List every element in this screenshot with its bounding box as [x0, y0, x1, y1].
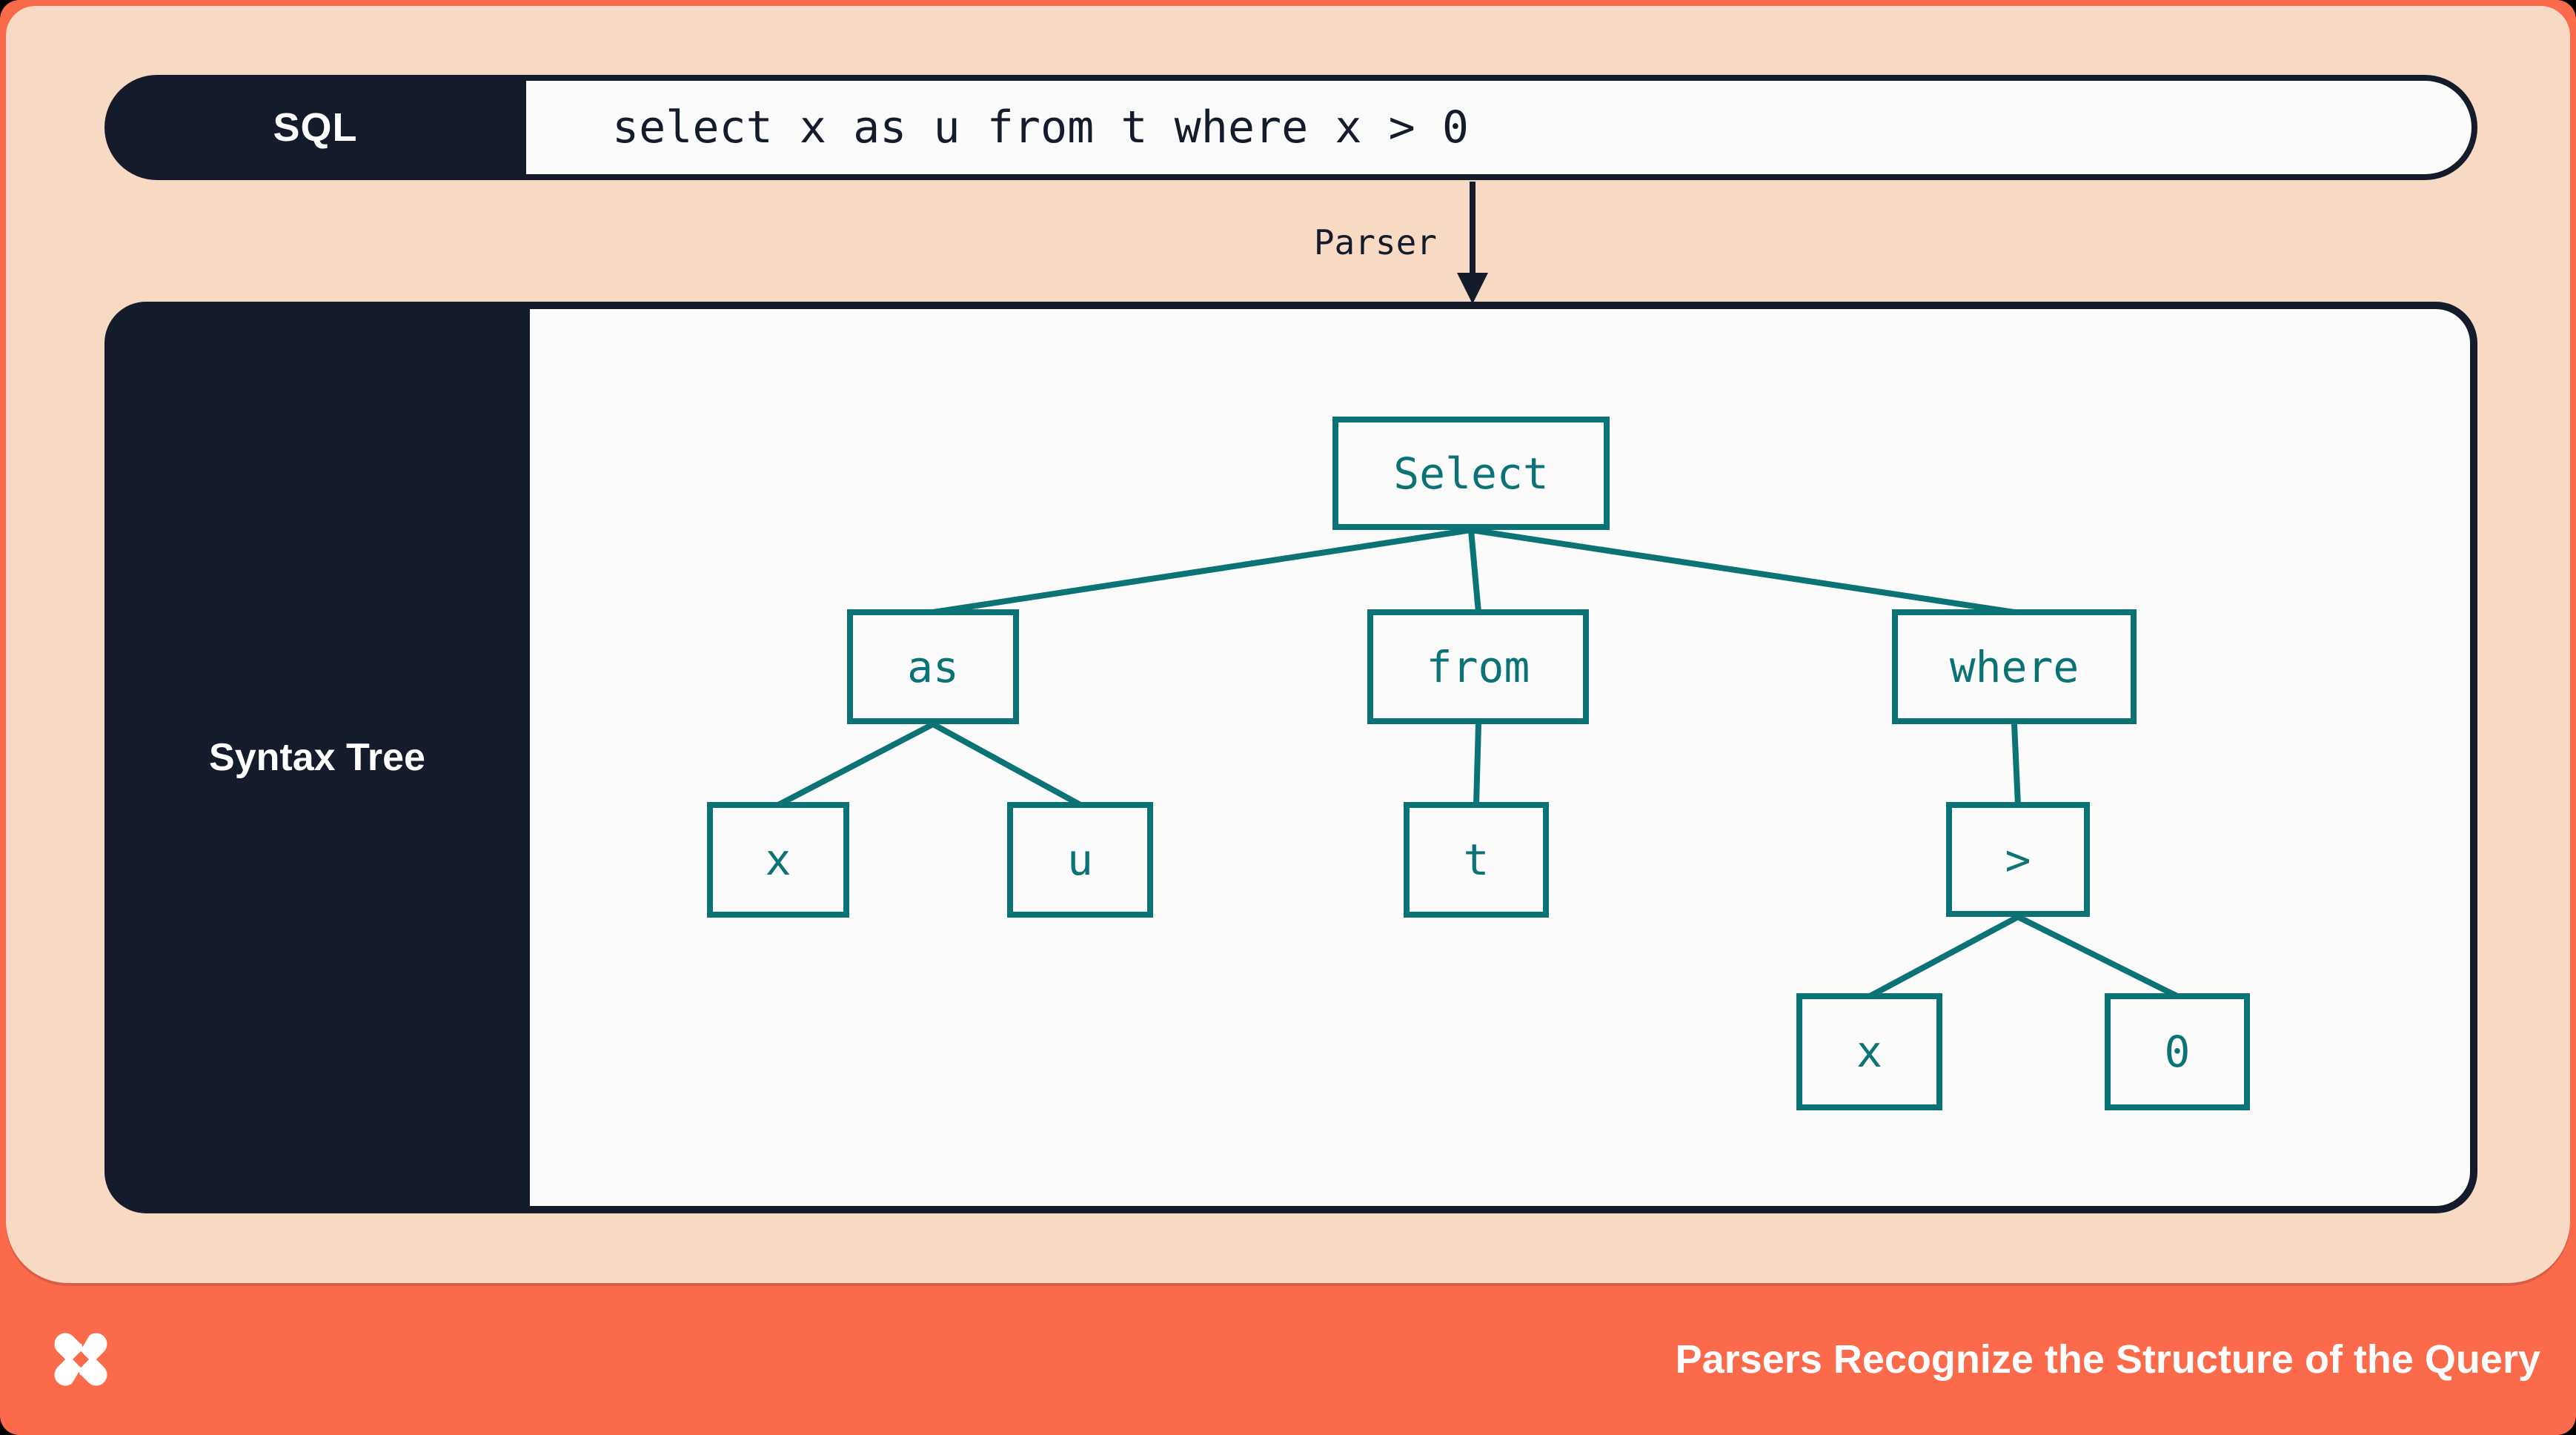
sql-bar-label: SQL	[273, 105, 358, 150]
sql-input-bar: SQL select x as u from t where x > 0	[104, 75, 2477, 180]
tree-node-t-table: t	[1404, 802, 1549, 918]
sql-query-field: select x as u from t where x > 0	[526, 81, 2472, 174]
tree-node-x-column: x	[707, 802, 849, 918]
tree-node-where: where	[1892, 609, 2137, 724]
tree-node-select: Select	[1332, 417, 1610, 530]
tree-node-greater-than: >	[1946, 802, 2090, 917]
footer-title: Parsers Recognize the Structure of the Q…	[1675, 1336, 2540, 1382]
tree-node-x-operand: x	[1796, 993, 1942, 1110]
footer-bar: Parsers Recognize the Structure of the Q…	[0, 1283, 2576, 1435]
parser-label: Parser	[1313, 222, 1437, 262]
tree-node-as: as	[847, 609, 1019, 724]
syntax-tree-panel-label: Syntax Tree	[209, 736, 425, 779]
tree-node-zero: 0	[2105, 993, 2250, 1110]
pinwheel-star-logo-icon	[54, 1332, 107, 1387]
sql-query-text: select x as u from t where x > 0	[612, 102, 1469, 153]
tree-node-from: from	[1367, 609, 1589, 724]
tree-node-u-alias: u	[1007, 802, 1153, 918]
